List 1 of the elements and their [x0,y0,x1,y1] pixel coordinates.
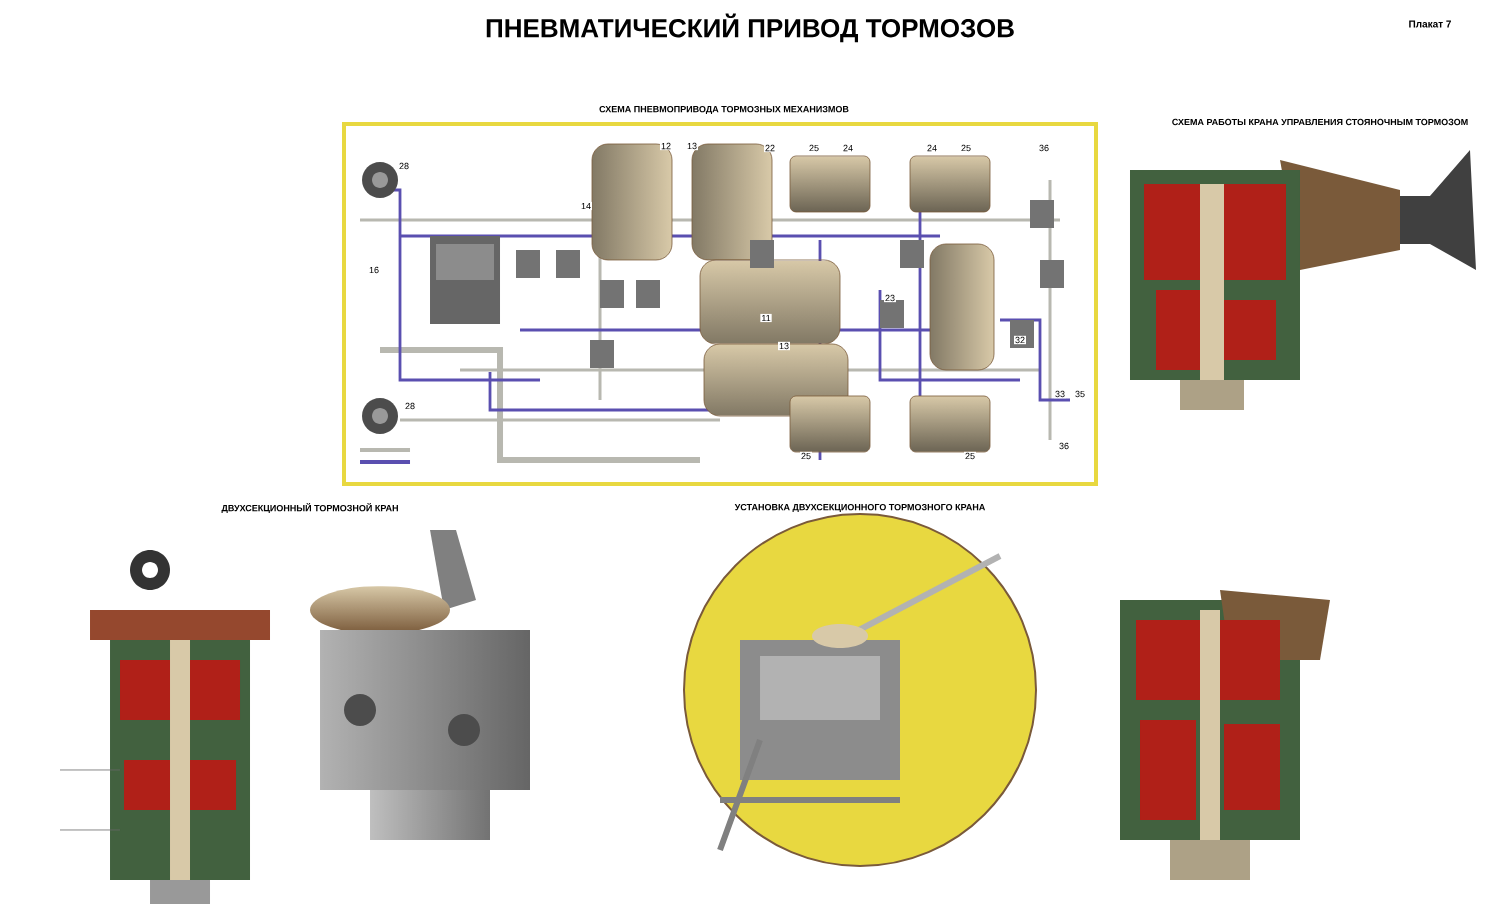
poster-title: ПНЕВМАТИЧЕСКИЙ ПРИВОД ТОРМОЗОВ [486,13,1014,43]
